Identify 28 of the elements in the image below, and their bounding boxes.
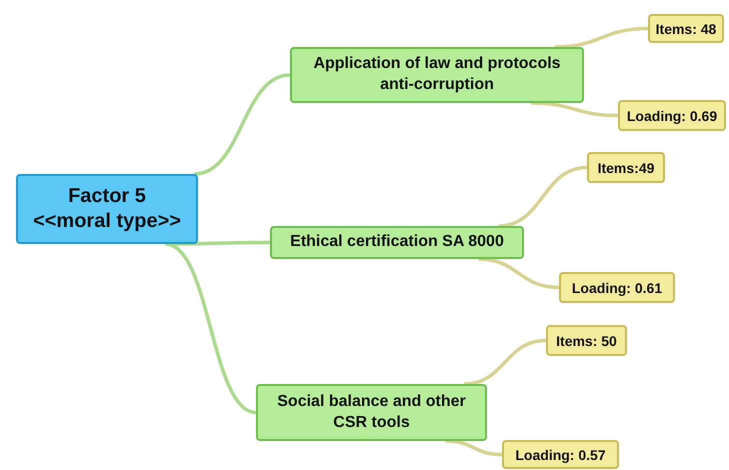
leaf-label: Items: 50 xyxy=(556,332,617,348)
connector-line xyxy=(464,338,546,386)
leaf-box xyxy=(618,100,726,131)
connector-line xyxy=(531,101,618,118)
connector-line xyxy=(554,26,648,49)
leaf-label: Items: 48 xyxy=(656,20,716,36)
connector-line xyxy=(445,439,502,456)
branch-box xyxy=(290,47,584,103)
leaf-box xyxy=(546,325,627,356)
branch-box xyxy=(270,226,524,259)
leaf-box xyxy=(587,152,665,183)
connector-line xyxy=(478,257,560,290)
topic-label: Factor 5 <<moral type>> xyxy=(33,184,181,234)
leaf-label: Loading: 0.57 xyxy=(515,446,606,462)
connector-line xyxy=(498,166,588,228)
leaf-box xyxy=(559,272,675,303)
branch-box xyxy=(256,384,487,441)
leaf-box xyxy=(502,440,619,469)
leaf-box xyxy=(648,14,724,43)
leaf-label: Loading: 0.61 xyxy=(572,280,662,296)
branch-label: Social balance and other CSR tools xyxy=(276,392,467,432)
leaf-label: Items:49 xyxy=(598,160,654,176)
connector-line xyxy=(194,73,290,176)
branch-label: Application of law and protocols anti-corruption xyxy=(312,54,562,95)
leaf-label: Loading: 0.69 xyxy=(626,108,718,124)
central-topic-box xyxy=(16,174,198,244)
branch-label: Ethical certification SA 8000 xyxy=(290,232,504,252)
connector-line xyxy=(164,242,257,414)
